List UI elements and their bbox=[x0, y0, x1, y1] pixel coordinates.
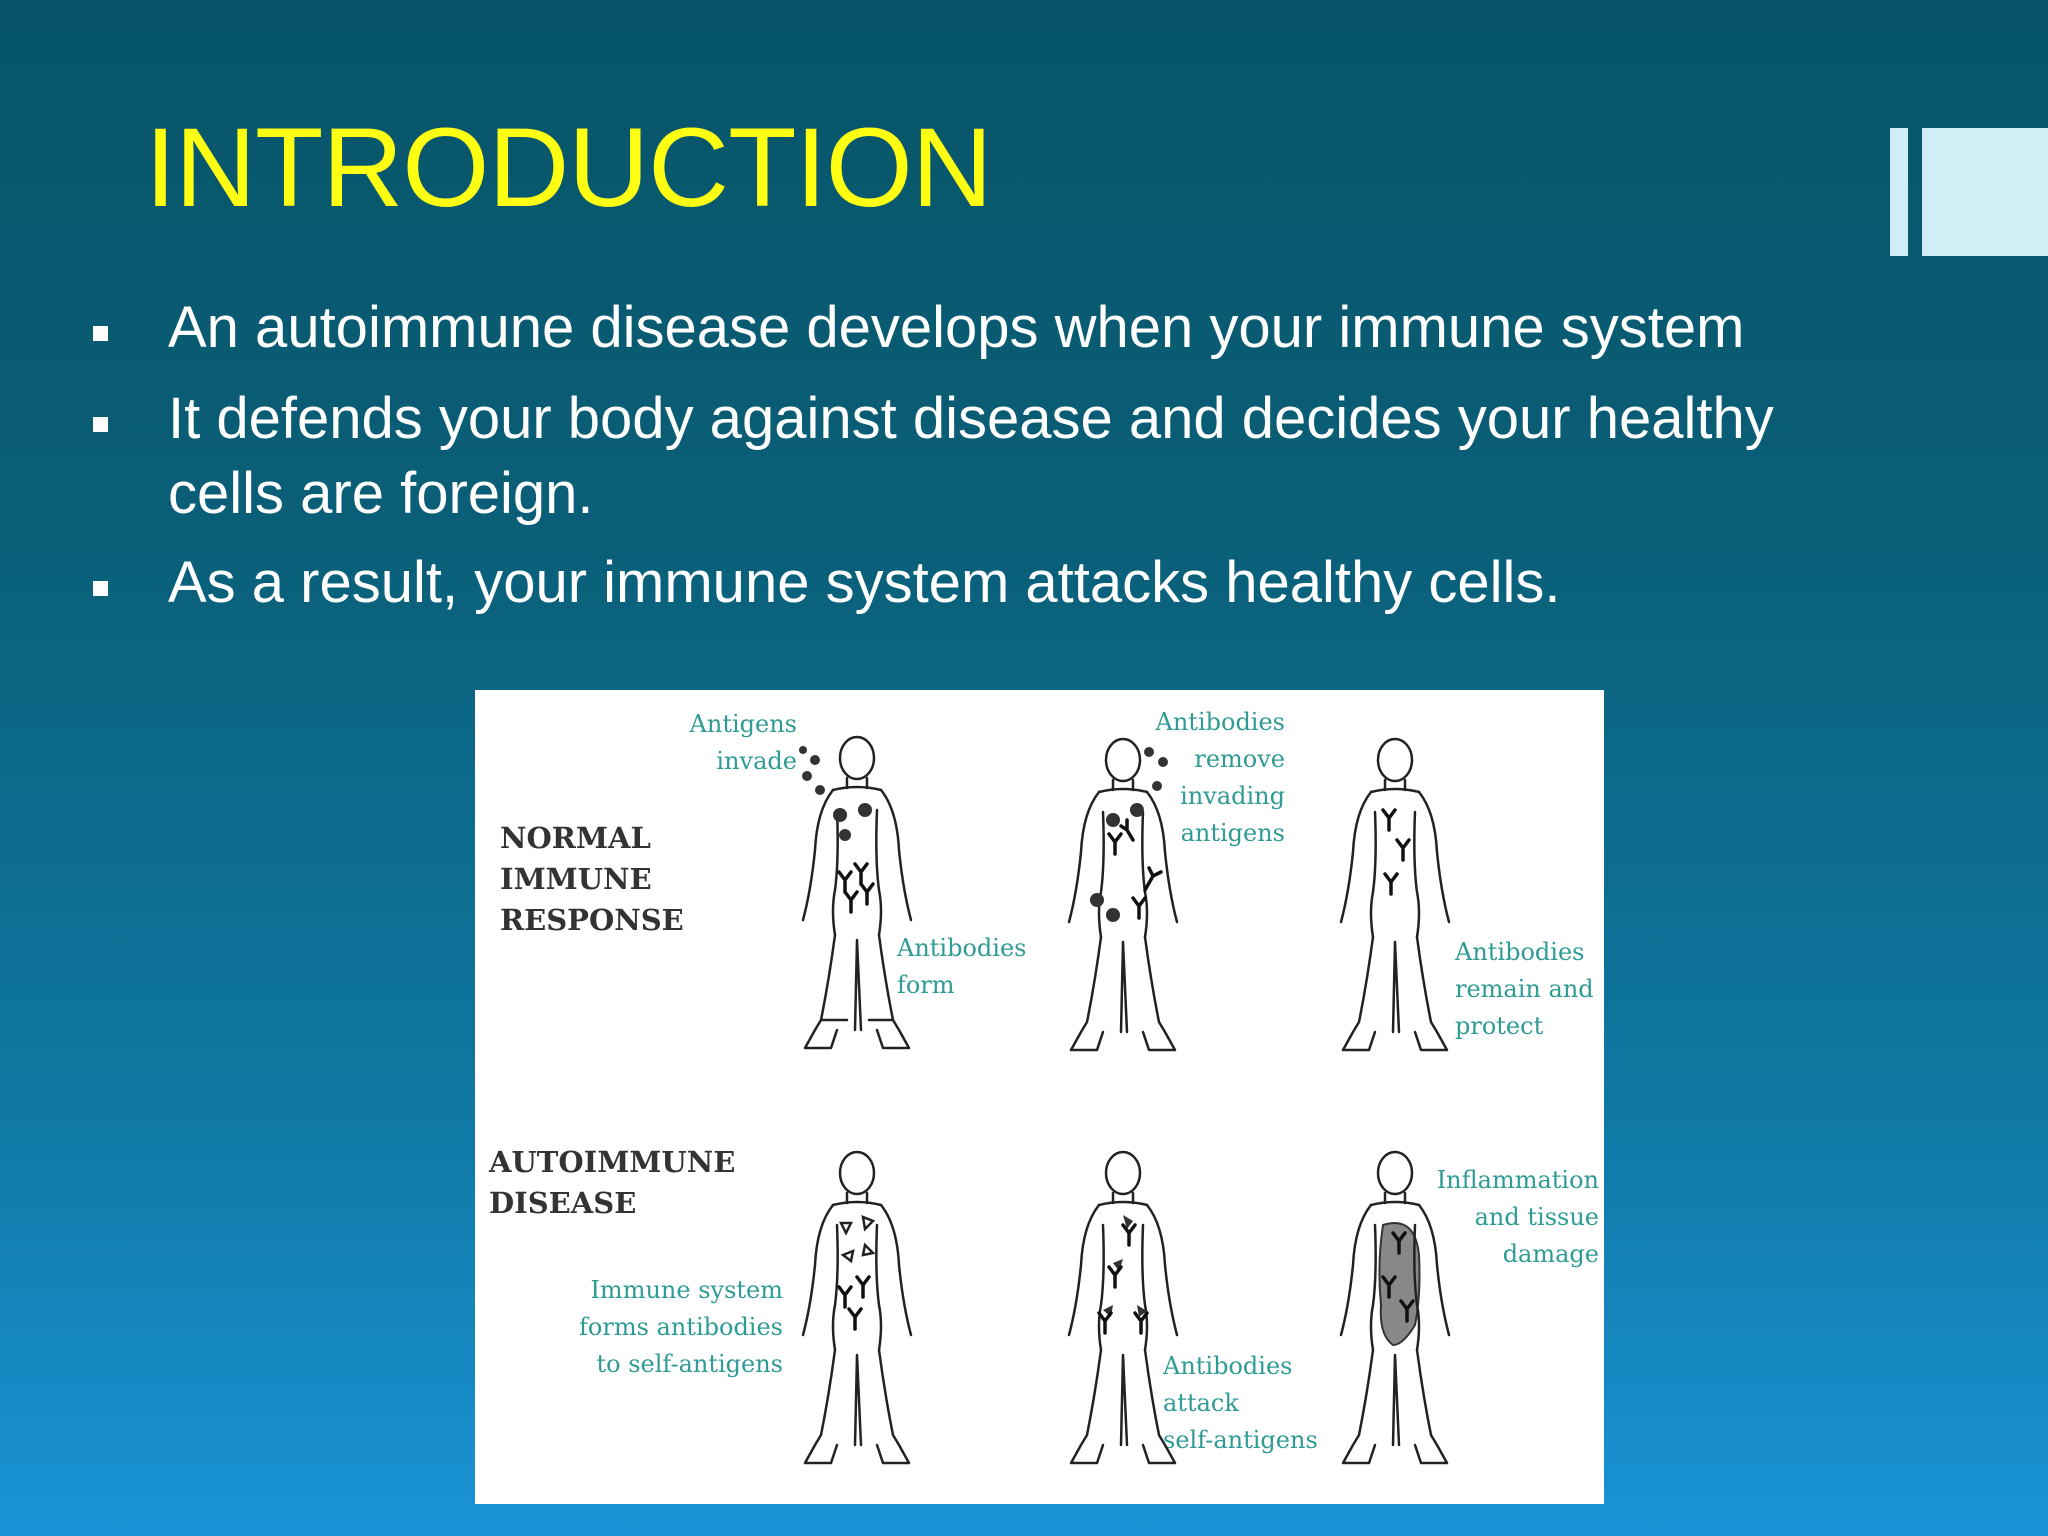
corner-decoration-thin-bar bbox=[1890, 128, 1908, 256]
caption-antibodies-remove: Antibodies remove invading antigens bbox=[1155, 708, 1285, 847]
bullet-marker bbox=[93, 581, 108, 596]
caption-antigens-invade: Antigens invade bbox=[689, 710, 797, 775]
figure-normal-2-antibodies-remove bbox=[1067, 737, 1179, 1052]
figure-autoimmune-2-antibodies-attack bbox=[1067, 1150, 1179, 1465]
caption-antibodies-form: Antibodies form bbox=[897, 934, 1027, 999]
caption-immune-forms-antibodies: Immune system forms antibodies to self-a… bbox=[579, 1276, 783, 1378]
bullet-text: An autoimmune disease develops when your… bbox=[168, 295, 1745, 360]
figure-autoimmune-3-inflammation bbox=[1339, 1150, 1451, 1465]
figure-autoimmune-1-forms-antibodies bbox=[801, 1150, 913, 1465]
bullet-marker bbox=[93, 417, 108, 432]
corner-decoration-block bbox=[1922, 128, 2048, 256]
caption-inflammation: Inflammation and tissue damage bbox=[1436, 1166, 1599, 1268]
caption-antibodies-attack: Antibodies attack self-antigens bbox=[1163, 1352, 1318, 1454]
bullet-text: It defends your body against disease and… bbox=[168, 386, 1774, 526]
normal-immune-response-heading: NORMAL IMMUNE RESPONSE bbox=[500, 821, 684, 937]
caption-antibodies-remain: Antibodies remain and protect bbox=[1455, 938, 1594, 1040]
immune-response-figure: NORMAL IMMUNE RESPONSE AUTOIMMUNE DISEAS… bbox=[475, 690, 1604, 1504]
slide-title: INTRODUCTION bbox=[145, 105, 993, 230]
autoimmune-disease-heading: AUTOIMMUNE DISEASE bbox=[489, 1145, 736, 1220]
figure-normal-1-antigens-invade bbox=[799, 735, 913, 1050]
bullet-text: As a result, your immune system attacks … bbox=[168, 550, 1561, 615]
figure-normal-3-antibodies-remain bbox=[1339, 737, 1451, 1052]
bullet-marker bbox=[93, 326, 108, 341]
